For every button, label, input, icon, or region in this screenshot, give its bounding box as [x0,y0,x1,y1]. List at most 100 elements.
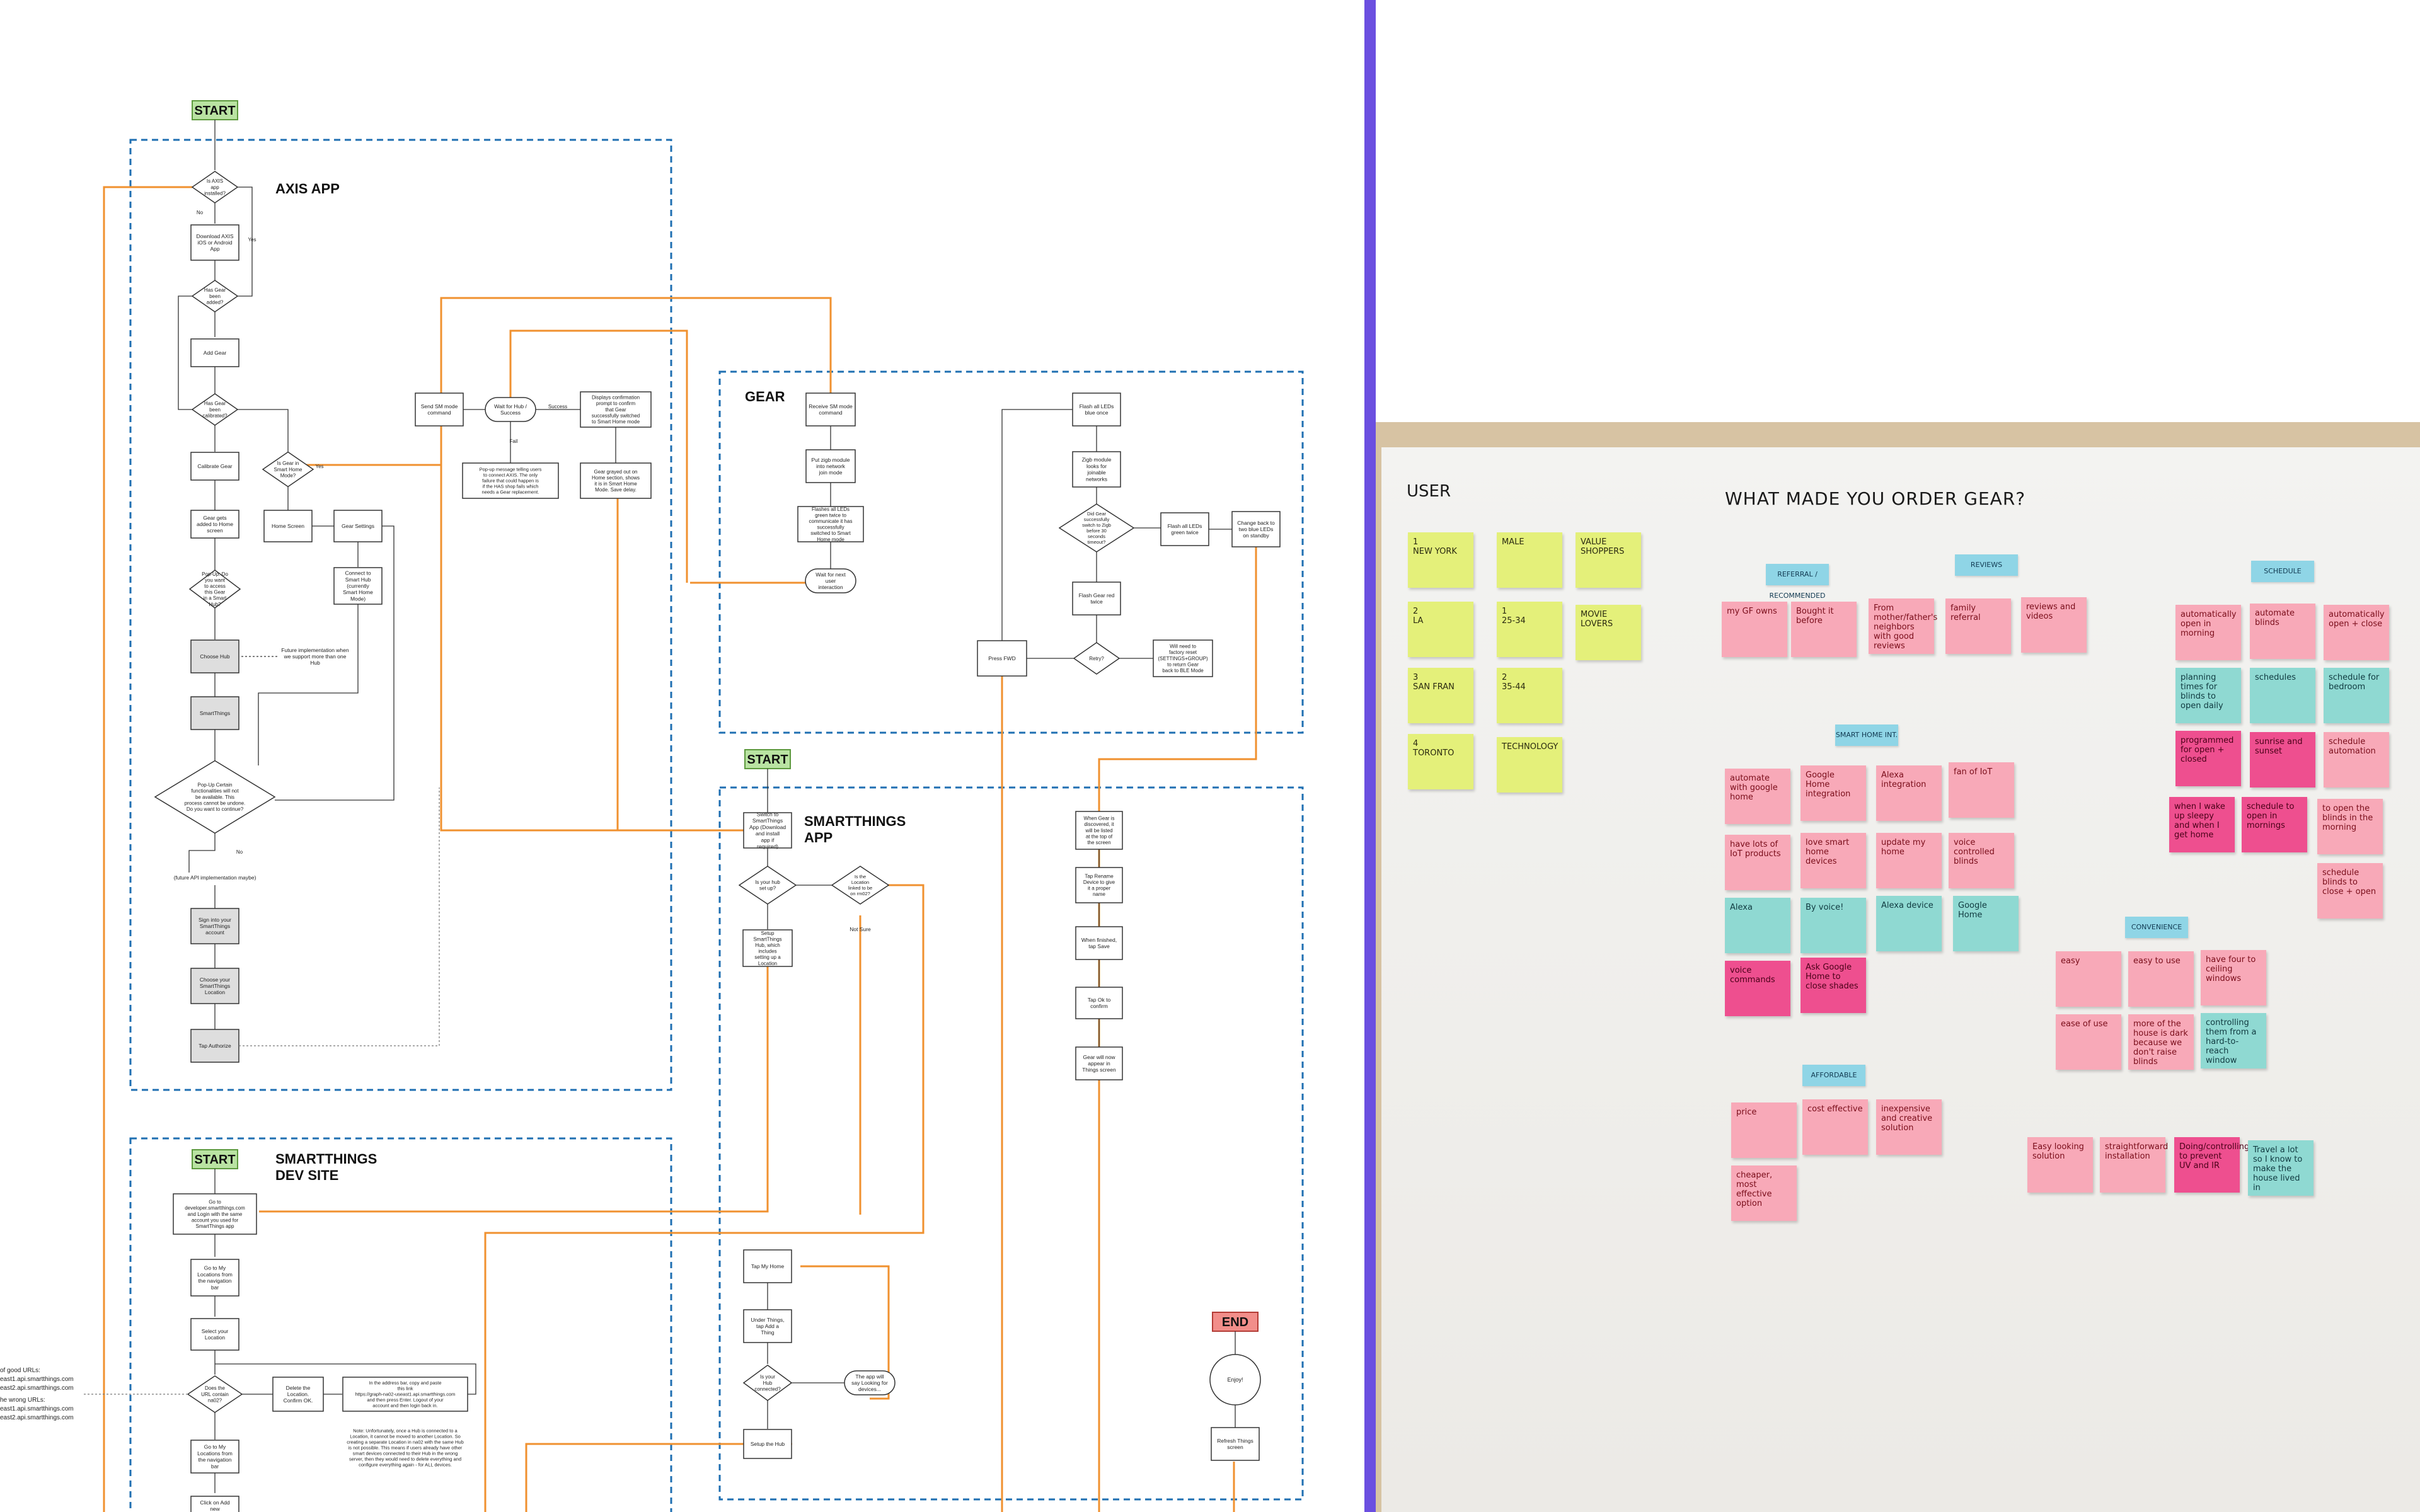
convenience-note: have four to ceiling windows [2201,950,2266,1005]
schedule-note: schedule to open in mornings [2242,797,2307,852]
gear-press-fwd-label: Press FWD [988,655,1015,662]
st-switch-app [743,812,792,849]
axis-add-gear [190,338,239,367]
user-note: MOVIE LOVERS [1576,605,1641,660]
gear-flashes-leds [797,506,864,542]
st-enjoy-label: Enjoy! [1227,1377,1243,1383]
axis-home-screen-label: Home Screen [272,523,304,529]
misc-note: Doing/controlling to prevent UV and IR [2174,1137,2249,1193]
axis-calibrate-label: Calibrate Gear [197,463,232,469]
axis-popup-message [462,462,559,499]
smart-home-note: love smart home devices [1801,833,1866,888]
user-note: 3 SAN FRAN [1408,668,1473,723]
st-setup-hub-label: Setup the Hub [751,1441,785,1447]
axis-yes-2: Yes [315,464,323,469]
gear-edge-11 [1001,409,1073,641]
dev-start-label: START [194,1153,235,1167]
st-end-label: END [1222,1315,1248,1329]
dev-url-note-line-0: of good URLs: [0,1367,40,1374]
orange-connector-9 [259,963,769,1213]
convenience-note: ease of use [2056,1014,2121,1070]
convenience-note: easy to use [2128,951,2194,1007]
axis-edge-21 [258,604,359,765]
dev-url-note-line-5: east2.api.smartthings.com [0,1414,74,1421]
axis-add-gear-label: Add Gear [204,350,227,356]
dev-url-note-line-2: east2.api.smartthings.com [0,1385,74,1392]
gear-retry-decision-label: Retry? [1089,656,1104,662]
axis-gear-grayed [580,462,652,499]
referral-note: Bought it before [1791,602,1857,657]
affordable-note: cost effective [1802,1099,1868,1155]
gear-put-zigb [805,449,856,483]
tag-affordable: AFFORDABLE [1802,1065,1865,1086]
affordable-note: cheaper, most effective option [1731,1166,1797,1221]
axis-no-2: No [236,849,243,855]
smart-home-note: have lots of IoT products [1725,835,1790,890]
tag-convenience: CONVENIENCE [2125,917,2188,938]
st-refresh [1211,1427,1260,1461]
axis-yes-1: Yes [248,237,256,243]
axis-sign-into [190,908,239,944]
axis-dotted-return [239,788,440,1046]
affordable-note: price [1731,1102,1797,1158]
smart-home-note: voice controlled blinds [1949,833,2014,888]
st-setup-hub [743,1429,792,1459]
dev-url-note-line-3: he wrong URLs: [0,1397,45,1404]
st-app-start [744,749,791,769]
axis-smartthings [190,696,239,730]
gear-flash-red [1072,581,1121,616]
schedule-note: when I wake up sleepy and when I get hom… [2169,797,2235,852]
user-note: MALE [1497,532,1562,588]
whiteboard: USER WHAT MADE YOU ORDER GEAR? 1 NEW YOR… [1381,447,2420,1512]
orange-connector-13 [525,1443,792,1512]
axis-edge-yes-2 [178,295,192,410]
user-header: USER [1407,482,1451,501]
smart-home-note: voice commands [1725,961,1790,1016]
misc-note: Easy looking solution [2027,1137,2093,1193]
misc-note: straightforward installation [2100,1137,2168,1193]
tag-referral: REFERRAL / RECOMMENDED [1766,564,1829,600]
smart-home-note: update my home [1876,833,1942,888]
st-tap-my-home-label: Tap My Home [751,1263,785,1269]
st-gear-appear [1075,1046,1123,1080]
axis-gear-settings-label: Gear Settings [342,523,374,529]
axis-choose-hub-label: Choose Hub [200,653,230,660]
schedule-note: sunrise and sunset [2250,732,2315,788]
axis-tap-authorize [190,1029,239,1063]
axis-no-1: No [197,210,204,215]
convenience-note: controlling them from a hard-to-reach wi… [2201,1013,2266,1068]
st-setup-hub-location [742,929,793,967]
axis-app-title: AXIS APP [275,181,340,197]
axis-calibrate [190,452,239,481]
schedule-note: schedule blinds to close + open [2317,863,2383,919]
orange-connector-12 [800,1265,890,1400]
st-when-finished-label: When finished,tap Save [1081,937,1117,949]
axis-gear-settings [333,510,383,542]
gear-wait-next [805,568,856,593]
convenience-note: more of the house is dark because we don… [2128,1014,2194,1070]
